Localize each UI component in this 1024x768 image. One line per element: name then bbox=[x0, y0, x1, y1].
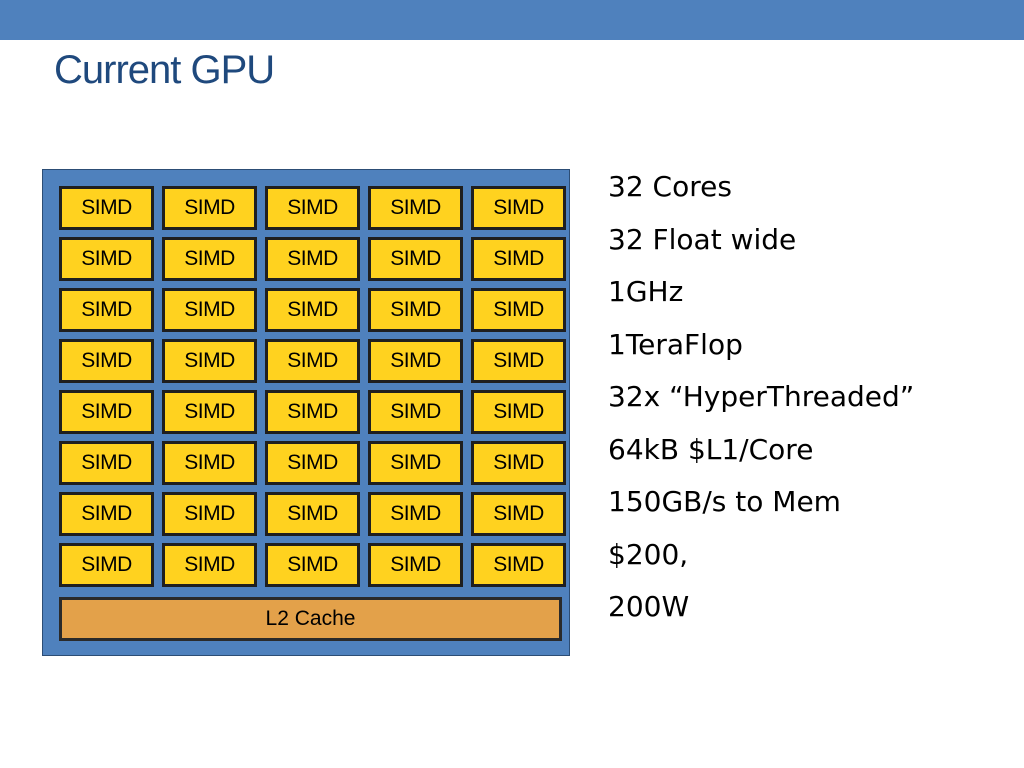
simd-core-block: SIMD bbox=[265, 186, 360, 230]
simd-core-block: SIMD bbox=[471, 441, 566, 485]
simd-core-block: SIMD bbox=[471, 390, 566, 434]
simd-core-block: SIMD bbox=[162, 390, 257, 434]
simd-core-block: SIMD bbox=[162, 441, 257, 485]
simd-core-block: SIMD bbox=[471, 543, 566, 587]
simd-core-block: SIMD bbox=[59, 288, 154, 332]
simd-core-block: SIMD bbox=[368, 288, 463, 332]
simd-core-block: SIMD bbox=[368, 339, 463, 383]
simd-core-block: SIMD bbox=[162, 186, 257, 230]
simd-core-block: SIMD bbox=[265, 390, 360, 434]
simd-core-block: SIMD bbox=[368, 492, 463, 536]
simd-core-block: SIMD bbox=[162, 339, 257, 383]
simd-core-block: SIMD bbox=[368, 390, 463, 434]
spec-item: 32 Float wide bbox=[608, 222, 797, 256]
spec-item: 150GB/s to Mem bbox=[608, 485, 841, 518]
simd-core-block: SIMD bbox=[265, 237, 360, 281]
simd-core-block: SIMD bbox=[59, 237, 154, 281]
slide-title: Current GPU bbox=[54, 48, 275, 92]
simd-core-block: SIMD bbox=[162, 492, 257, 536]
spec-item: 1TeraFlop bbox=[608, 327, 743, 361]
simd-core-block: SIMD bbox=[265, 441, 360, 485]
simd-core-block: SIMD bbox=[265, 492, 360, 536]
simd-core-block: SIMD bbox=[471, 288, 566, 332]
simd-core-block: SIMD bbox=[162, 543, 257, 587]
simd-core-block: SIMD bbox=[59, 390, 154, 434]
spec-item: 32 Cores bbox=[608, 170, 732, 203]
l2-cache-block: L2 Cache bbox=[59, 597, 562, 641]
simd-core-block: SIMD bbox=[59, 441, 154, 485]
simd-core-block: SIMD bbox=[59, 339, 154, 383]
spec-item: 32x “HyperThreaded” bbox=[608, 380, 915, 413]
spec-item: 200W bbox=[608, 590, 690, 623]
simd-core-block: SIMD bbox=[471, 186, 566, 230]
gpu-spec-list: 32 Cores 32 Float wide 1GHz 1TeraFlop 32x “H… bbox=[608, 164, 914, 637]
simd-core-block: SIMD bbox=[265, 543, 360, 587]
simd-core-block: SIMD bbox=[368, 237, 463, 281]
simd-core-block: SIMD bbox=[162, 288, 257, 332]
spec-item: 1GHz bbox=[608, 275, 684, 308]
simd-core-block: SIMD bbox=[471, 237, 566, 281]
simd-core-block: SIMD bbox=[368, 186, 463, 230]
spec-item: 64kB $L1/Core bbox=[608, 432, 814, 466]
simd-core-block: SIMD bbox=[265, 339, 360, 383]
simd-core-block: SIMD bbox=[59, 492, 154, 536]
top-accent-bar bbox=[0, 0, 1024, 40]
simd-core-block: SIMD bbox=[59, 543, 154, 587]
simd-core-block: SIMD bbox=[368, 543, 463, 587]
simd-core-block: SIMD bbox=[59, 186, 154, 230]
simd-core-block: SIMD bbox=[471, 492, 566, 536]
simd-core-block: SIMD bbox=[162, 237, 257, 281]
simd-core-block: SIMD bbox=[471, 339, 566, 383]
spec-item: $200, bbox=[608, 537, 689, 571]
simd-core-block: SIMD bbox=[368, 441, 463, 485]
simd-core-block: SIMD bbox=[265, 288, 360, 332]
